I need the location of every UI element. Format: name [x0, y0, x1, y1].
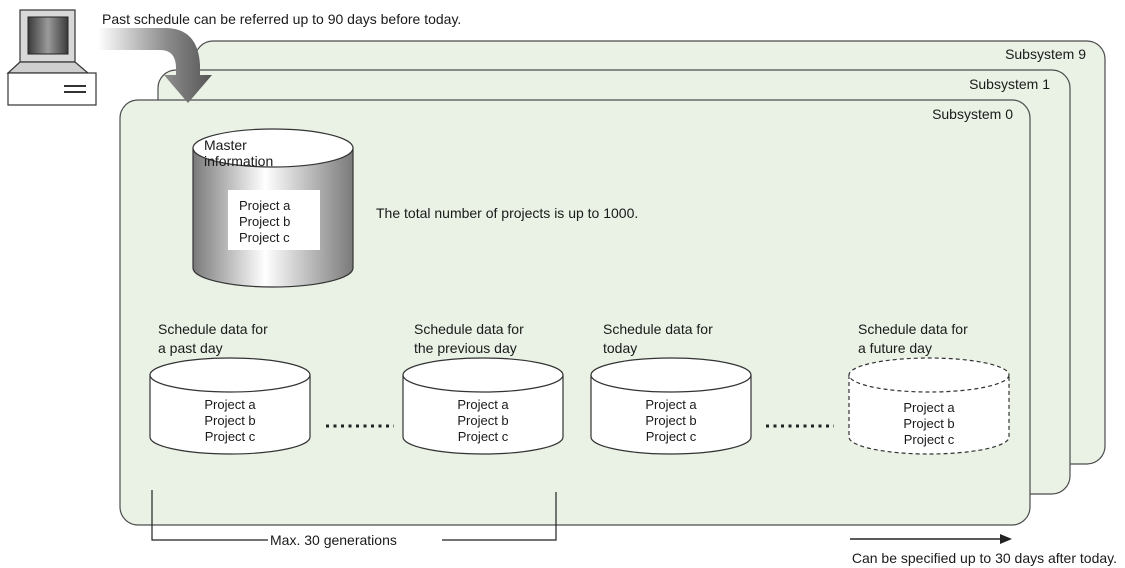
past-schedule-note: Past schedule can be referred up to 90 d…: [102, 11, 461, 27]
max-generations-note: Max. 30 generations: [270, 532, 397, 548]
master-information-db: [192, 128, 354, 288]
schedule-future-project-c: Project c: [904, 432, 955, 447]
schedule-past-label-line2: a past day: [158, 340, 223, 356]
schedule-future-project-a: Project a: [903, 400, 955, 415]
schedule-today-label-line1: Schedule data for: [603, 321, 713, 337]
schedule-previous-db: [402, 357, 564, 455]
total-projects-note: The total number of projects is up to 10…: [376, 205, 638, 221]
schedule-today-project-a: Project a: [645, 397, 697, 412]
generations-bracket: [151, 490, 557, 541]
future-limit-note: Can be specified up to 30 days after tod…: [852, 550, 1117, 566]
master-project-c: Project c: [239, 230, 290, 245]
master-title-line2: information: [204, 153, 273, 169]
schedule-past-db: [149, 357, 311, 455]
schedule-past-project-c: Project c: [205, 429, 256, 444]
schedule-today-project-c: Project c: [646, 429, 697, 444]
master-project-a: Project a: [239, 198, 291, 213]
future-arrow: [850, 534, 1012, 544]
schedule-today-label-line2: today: [603, 340, 637, 356]
schedule-past-label-line1: Schedule data for: [158, 321, 268, 337]
schedule-future-label-line1: Schedule data for: [858, 321, 968, 337]
schedule-previous-project-c: Project c: [458, 429, 509, 444]
schedule-past-project-b: Project b: [204, 413, 255, 428]
computer-icon: [6, 9, 97, 106]
schedule-previous-project-b: Project b: [457, 413, 508, 428]
schedule-future-project-b: Project b: [903, 416, 954, 431]
subsystem-1-label: Subsystem 1: [969, 76, 1050, 92]
schedule-previous-label-line1: Schedule data for: [414, 321, 524, 337]
schedule-today-db: [590, 357, 752, 455]
reference-arrow: [98, 28, 212, 103]
schedule-future-label-line2: a future day: [858, 340, 932, 356]
schedule-past-project-a: Project a: [204, 397, 256, 412]
subsystem-9-label: Subsystem 9: [1005, 46, 1086, 62]
schedule-today-project-b: Project b: [645, 413, 696, 428]
schedule-previous-project-a: Project a: [457, 397, 509, 412]
schedule-previous-label-line2: the previous day: [414, 340, 517, 356]
subsystem-0-label: Subsystem 0: [932, 106, 1013, 122]
schedule-future-db: [848, 357, 1010, 455]
master-project-b: Project b: [239, 214, 290, 229]
master-title-line1: Master: [204, 137, 247, 153]
